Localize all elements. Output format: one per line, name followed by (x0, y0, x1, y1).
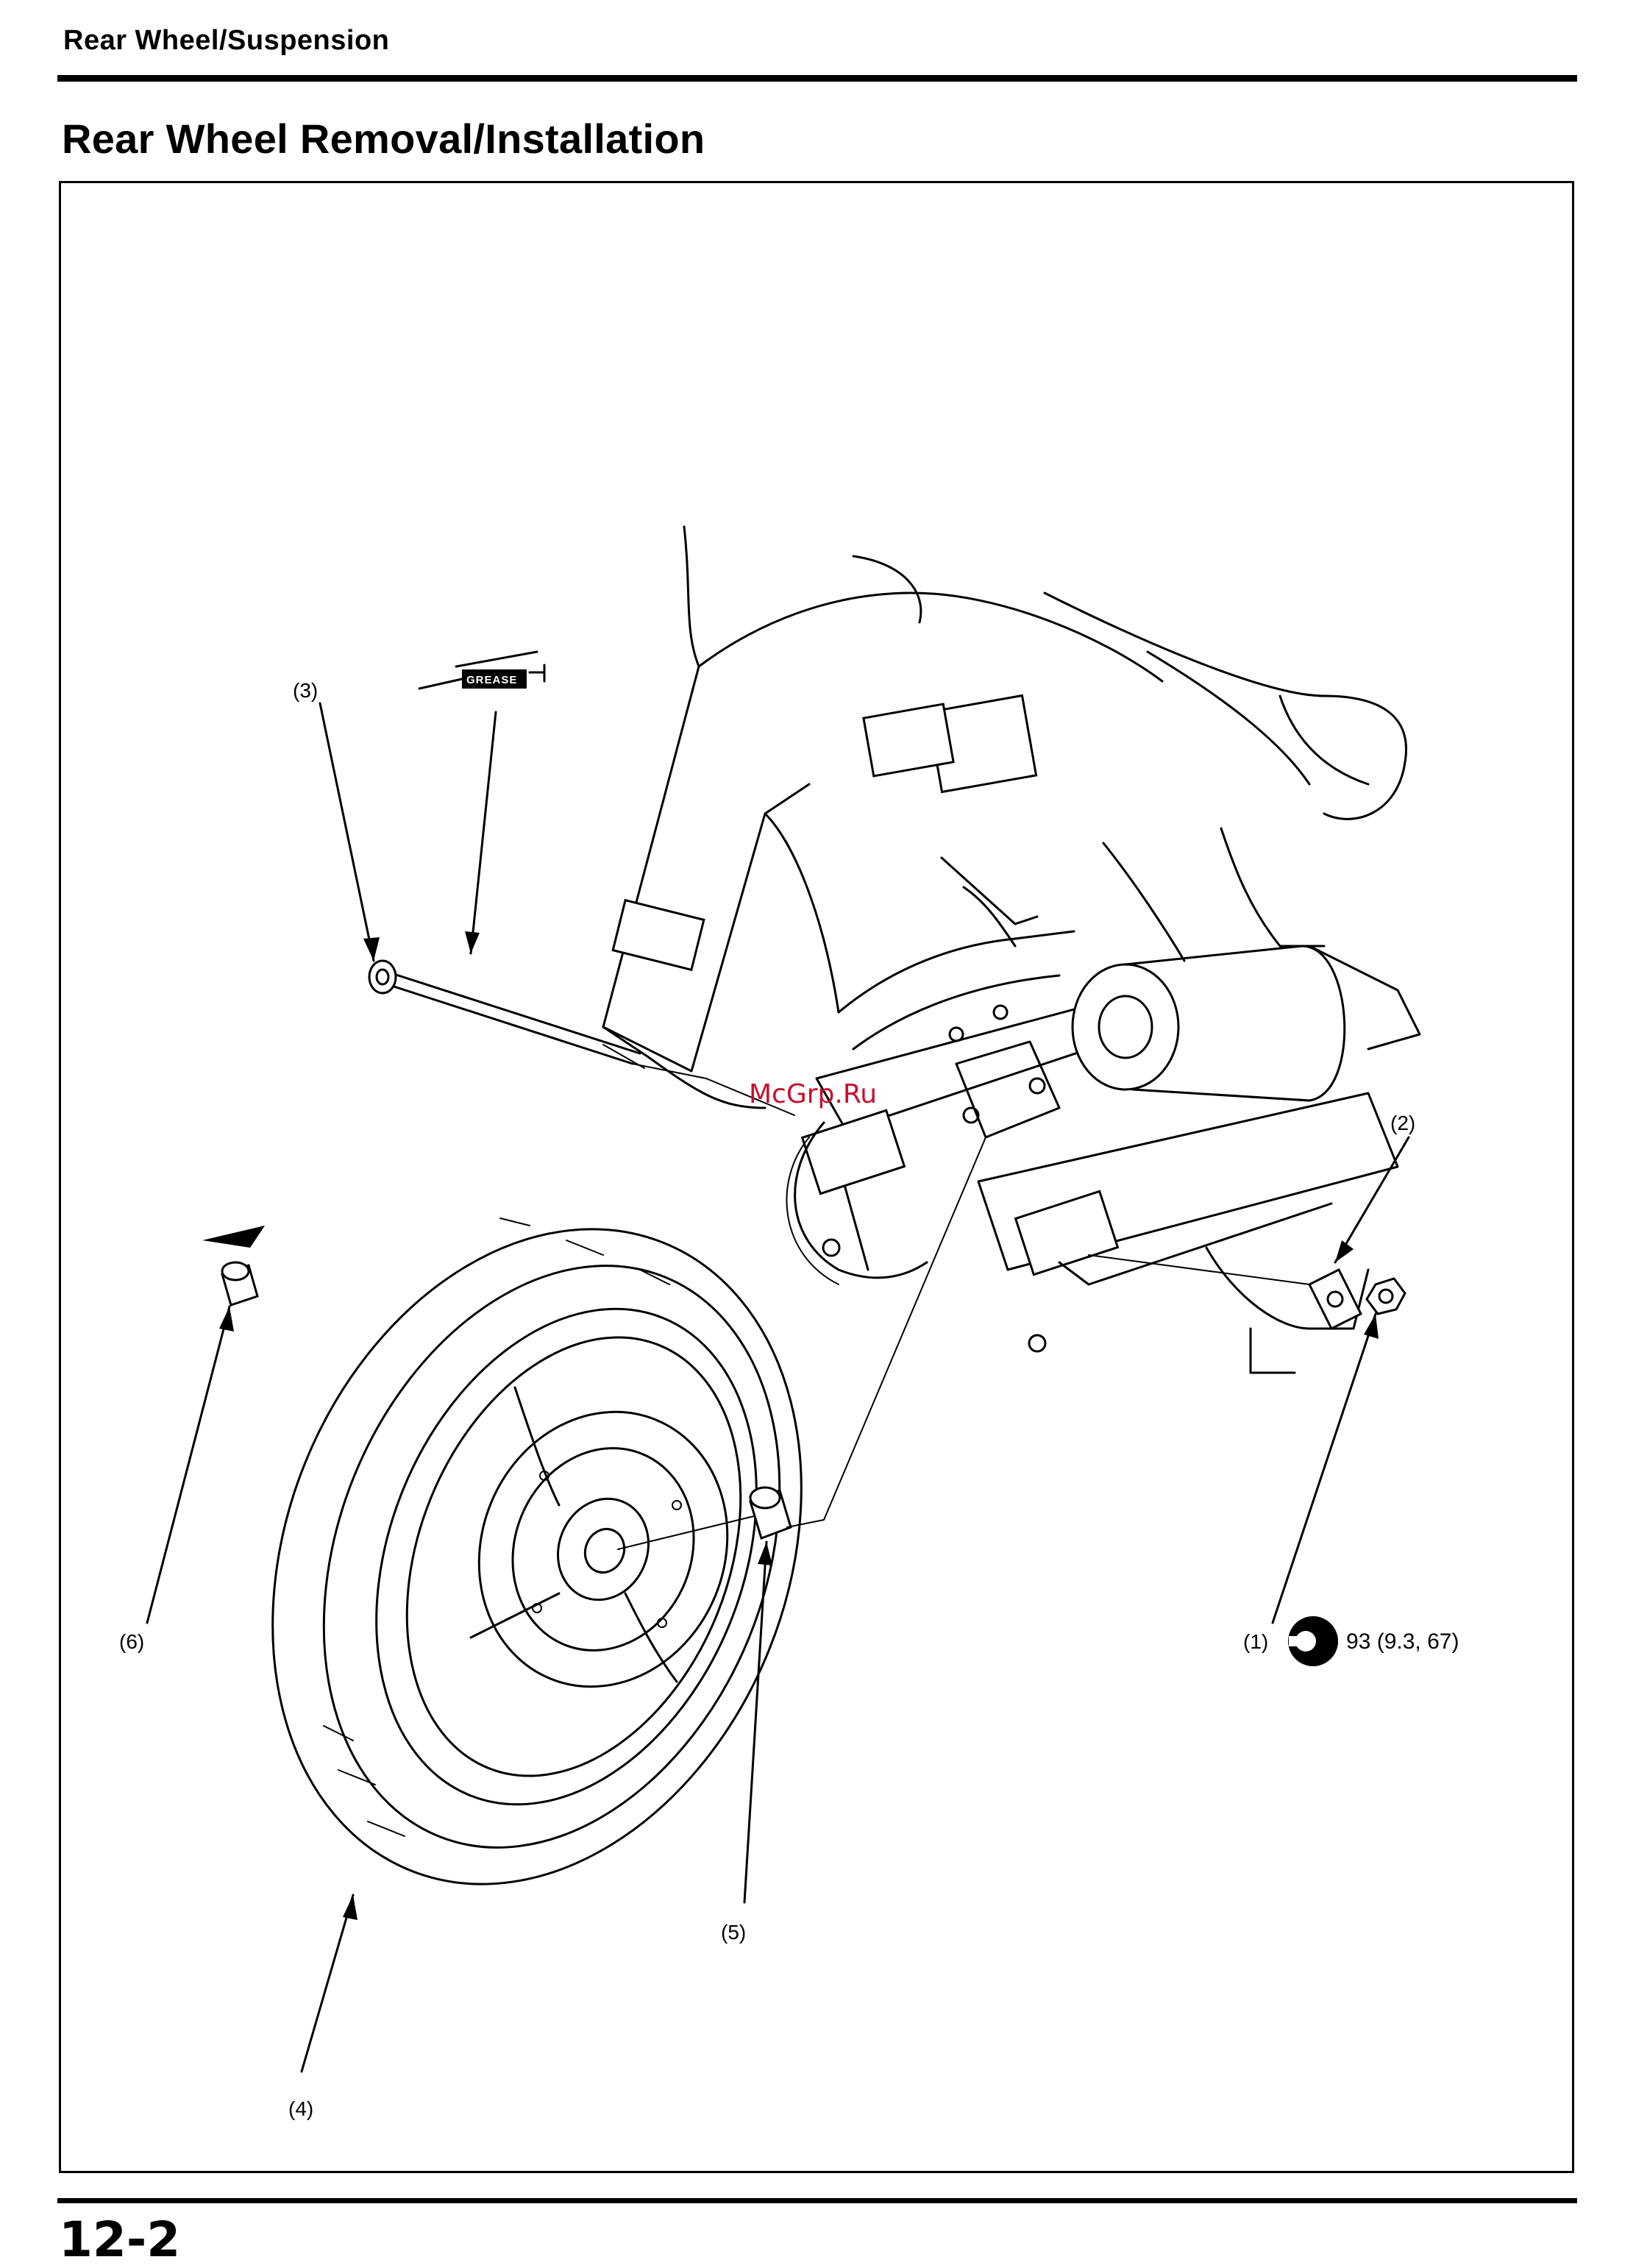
exploded-view-diagram: GREASE (59, 181, 1574, 2173)
leader-lines (147, 703, 1409, 2072)
torque-spec: 93 (9.3, 67) (1346, 1629, 1459, 1654)
grease-icon: GREASE (419, 652, 544, 689)
callout-4: (4) (288, 2097, 313, 2120)
callout-2: (2) (1390, 1112, 1415, 1134)
section-title: Rear Wheel/Suspension (63, 25, 389, 57)
callout-6: (6) (119, 1630, 144, 1653)
callout-1: (1) (1243, 1630, 1268, 1653)
rear-wheel (178, 1149, 895, 1964)
left-side-collar (202, 1226, 265, 1305)
torque-wrench-icon (1288, 1616, 1338, 1666)
right-side-collar (750, 1487, 791, 1538)
assembly-path (618, 1064, 1309, 1549)
motorcycle-rear-body (603, 527, 1420, 1373)
watermark: McGrp.Ru (749, 1079, 877, 1109)
page-title: Rear Wheel Removal/Installation (62, 115, 705, 163)
callout-5: (5) (721, 1921, 746, 1944)
adjuster-plate (1309, 1270, 1361, 1329)
axle-nut (1367, 1279, 1405, 1314)
callout-3: (3) (293, 679, 318, 702)
page-number: 12-2 (59, 2211, 180, 2268)
rear-axle (369, 961, 644, 1068)
header-rule (57, 75, 1577, 82)
grease-label: GREASE (466, 674, 517, 686)
footer-rule (57, 2198, 1577, 2203)
